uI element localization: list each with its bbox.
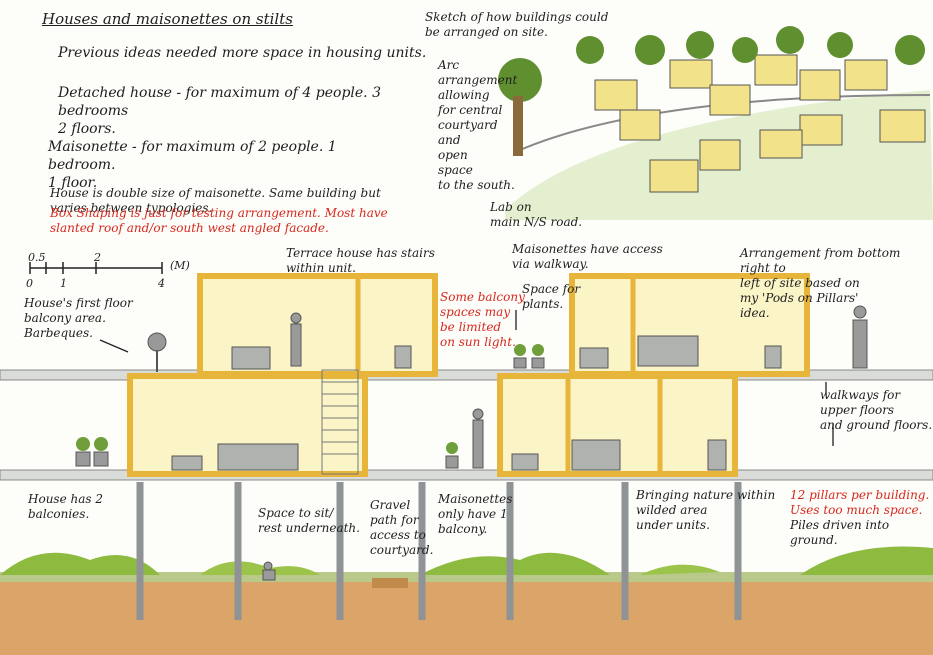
soil-top (0, 572, 933, 582)
upper-walkway (0, 369, 933, 381)
grass-mound (420, 552, 610, 575)
note-two-balconies: House has 2 balconies. (28, 492, 103, 521)
note-pillars: 12 pillars per building. Uses too much s… (790, 488, 930, 517)
scale-tick-zero: 0 (26, 277, 33, 290)
note-balcony-limit: Some balcony spaces may be limited on su… (440, 290, 525, 349)
lower-walkway (0, 469, 933, 481)
gravel-path (372, 578, 408, 588)
note-previous: Previous ideas needed more space in hous… (58, 45, 427, 61)
scale-unit: (M) (170, 259, 190, 272)
note-sit: Space to sit/ rest underneath. (258, 506, 360, 535)
scale-tick-4: 4 (158, 277, 165, 290)
barbeque (147, 332, 167, 352)
plants (76, 344, 544, 454)
scale-tick-0: 0.5 (28, 251, 46, 264)
grass-mound (640, 564, 720, 575)
note-gravel: Gravel path for access to courtyard. (370, 498, 434, 557)
people (262, 305, 868, 581)
grass-mound (800, 546, 933, 575)
stairs (321, 369, 359, 475)
note-one-balcony: Maisonettes only have 1 balcony. (438, 492, 513, 536)
scale-tick-mid: 1 (60, 277, 67, 290)
note-arrangement: Arrangement from bottom right to left of… (740, 246, 901, 320)
site-sketch (498, 26, 933, 220)
scale-tick-2: 2 (94, 251, 101, 264)
note-piles: Piles driven into ground. (790, 518, 890, 547)
grass-mound (200, 561, 320, 575)
note-sketch: Sketch of how buildings could be arrange… (425, 10, 609, 39)
note-first-floor: House's first floor balcony area. Barbeq… (24, 296, 133, 340)
note-terrace: Terrace house has stairs within unit. (286, 246, 435, 275)
note-walkways: walkways for upper floors and ground flo… (820, 388, 933, 432)
page-title: Houses and maisonettes on stilts (42, 10, 293, 28)
furniture (171, 335, 782, 471)
grass-mound (0, 552, 160, 575)
note-maisonettes-access: Maisonettes have access via walkway. (512, 242, 663, 271)
note-lab: Lab on main N/S road. (490, 200, 583, 229)
note-maisonette: Maisonette - for maximum of 2 people. 1 … (48, 139, 337, 191)
note-plants: Space for plants. (522, 282, 581, 311)
note-arc: Arc arrangement allowing for central cou… (438, 58, 518, 192)
note-nature: Bringing nature within wilded area under… (636, 488, 776, 532)
note-box-shaping: Box Shaping is just for testing arrangem… (50, 206, 388, 235)
piles (136, 482, 742, 620)
note-double: House is double size of maisonette. Same… (50, 186, 381, 215)
note-detached: Detached house - for maximum of 4 people… (58, 85, 381, 137)
soil (0, 580, 933, 655)
